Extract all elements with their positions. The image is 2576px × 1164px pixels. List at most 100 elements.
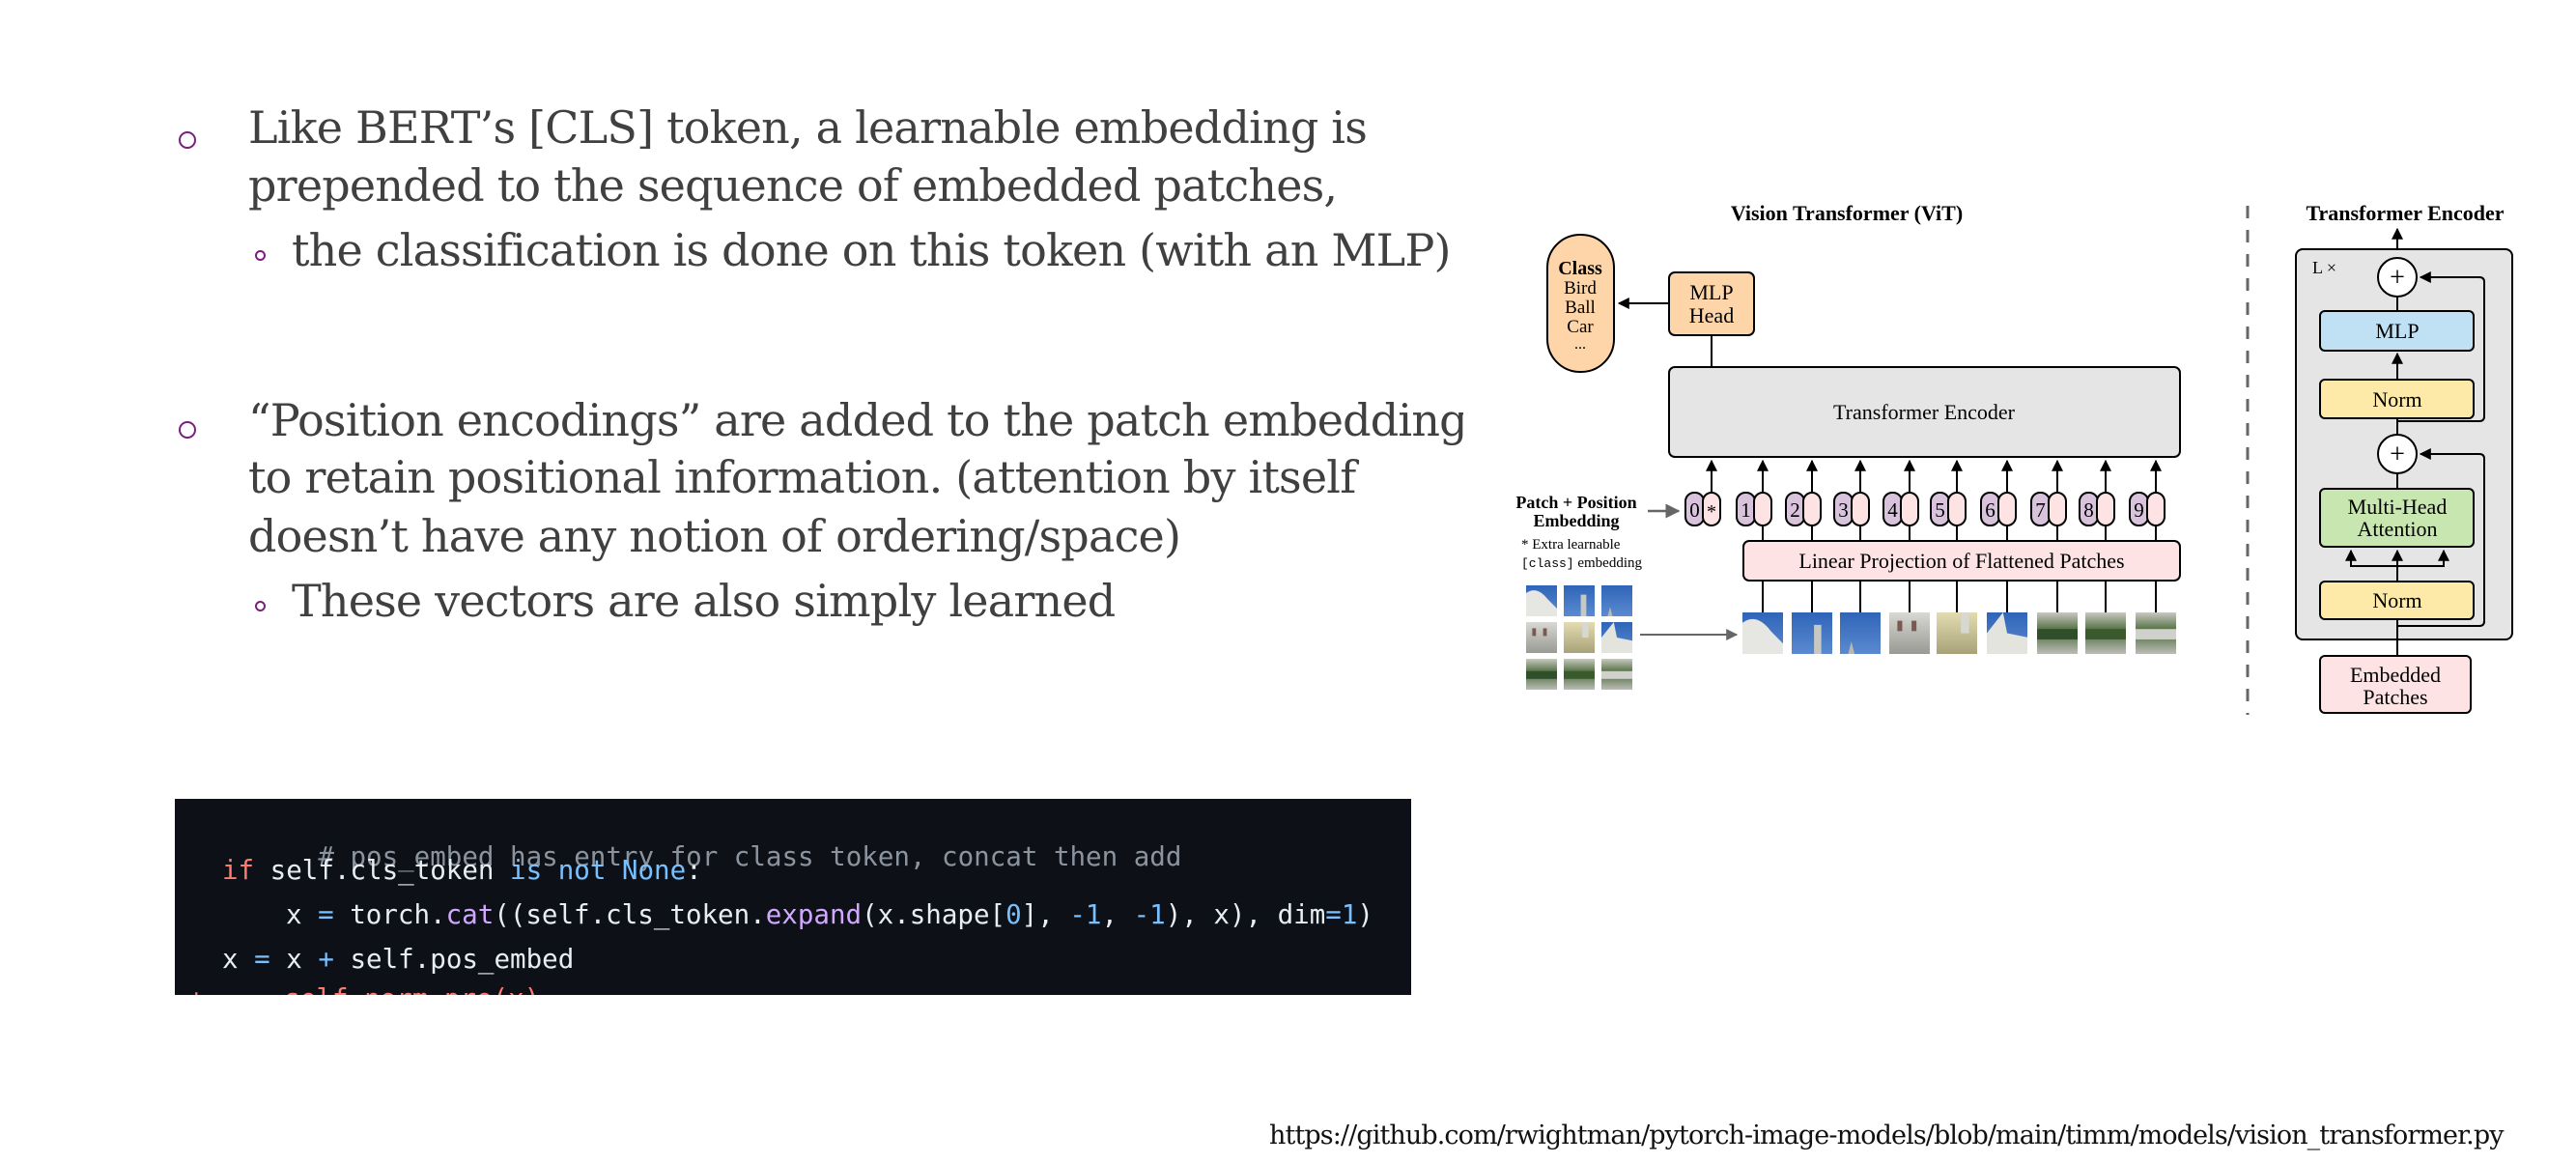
code-text: ], — [1021, 899, 1070, 930]
encoder-norm-top-block — [2319, 379, 2475, 419]
position-index-label: 9 — [2134, 498, 2144, 522]
image-patch-grid — [1601, 622, 1632, 653]
bullet-1-line-2: prepended to the sequence of embedded pa… — [248, 159, 1338, 212]
image-patch — [1840, 612, 1881, 654]
encoder-norm-bottom-label: Norm — [2372, 588, 2421, 612]
layer-repeat-label: L × — [2312, 258, 2336, 277]
patch-embedding-token — [1753, 492, 1772, 526]
encoder-mlp-block — [2319, 310, 2475, 352]
code-function: cat — [445, 899, 495, 930]
code-number: -1 — [1069, 899, 1102, 930]
image-patch — [2085, 612, 2126, 654]
bullet-1-sub: the classification is done on this token… — [292, 224, 1452, 276]
code-operator: + — [318, 944, 334, 975]
sub-bullet-marker — [255, 601, 266, 611]
code-line-2: if self.cls_token is not None: — [222, 855, 702, 886]
code-text: x — [222, 944, 255, 975]
image-patch-grid — [1564, 585, 1595, 616]
source-url[interactable]: https://github.com/rwightman/pytorch-ima… — [1269, 1121, 2504, 1150]
class-item: ... — [1574, 336, 1586, 353]
bullet-2-line-3: doesn’t have any notion of ordering/spac… — [248, 510, 1181, 562]
class-item: Ball — [1565, 298, 1596, 318]
embedded-patches-block — [2319, 655, 2472, 714]
image-patch-grid — [1564, 622, 1595, 653]
class-token-marker: * — [1707, 501, 1716, 523]
transformer-encoder-box — [1668, 366, 2181, 458]
transformer-encoder-label: Transformer Encoder — [1833, 400, 2016, 424]
image-patch — [2136, 612, 2176, 654]
mlp-head-label: MLP — [1689, 280, 1733, 304]
bullet-1-line-1: Like BERT’s [CLS] token, a learnable emb… — [248, 101, 1368, 154]
position-index-label: 1 — [1741, 498, 1751, 522]
sub-bullet-marker — [255, 250, 266, 261]
embedded-patches-label: Embedded — [2350, 663, 2441, 687]
flattened-patch-row — [1742, 612, 2176, 654]
class-item: Bird — [1564, 278, 1597, 298]
image-patch — [1937, 612, 1977, 654]
encoder-norm-top-label: Norm — [2372, 387, 2421, 412]
encoder-norm-bottom-block — [2319, 581, 2475, 620]
code-line-4: x = x + self.pos_embed — [222, 944, 574, 975]
bullet-marker — [179, 421, 196, 439]
multi-head-attention-block — [2319, 488, 2475, 548]
bullet-2-sub: These vectors are also simply learned — [292, 575, 1116, 627]
token-row: 0 * 1 2 3 4 5 6 7 8 9 — [1684, 459, 2166, 612]
position-index-label: 5 — [1935, 498, 1945, 522]
code-number: 1 — [1341, 899, 1358, 930]
bullet-text-area: Like BERT’s [CLS] token, a learnable emb… — [0, 0, 1463, 734]
patch-position-label: Patch + Position — [1515, 493, 1636, 512]
vit-title: Vision Transformer (ViT) — [1731, 201, 1963, 225]
patch-embedding-token — [1802, 492, 1822, 526]
position-index-label: 6 — [1985, 498, 1996, 522]
image-patch — [2037, 612, 2078, 654]
extra-learnable-note: * Extra learnable — [1521, 537, 1621, 553]
patch-embedding-token — [1997, 492, 2017, 526]
image-patch — [1987, 612, 2027, 654]
residual-connection-bottom — [2396, 448, 2485, 627]
image-patch — [1792, 612, 1832, 654]
code-operator: = — [318, 899, 334, 930]
mlp-head-label: Head — [1689, 303, 1734, 327]
code-number: 0 — [1005, 899, 1022, 930]
code-text: self.pos_embed — [333, 944, 575, 975]
class-embedding-note: [class] embedding — [1521, 555, 1643, 571]
residual-connection-top — [2396, 271, 2485, 422]
code-operator: is not None — [510, 855, 687, 886]
position-index-label: 2 — [1790, 498, 1800, 522]
class-output-box — [1546, 234, 1615, 373]
image-patch-grid — [1526, 659, 1557, 690]
mha-label: Multi-Head — [2348, 495, 2448, 519]
image-patch-grid — [1601, 659, 1632, 690]
code-text: + self.norm_pre(x) — [188, 983, 540, 995]
code-comment: # pos_embed has entry for class token, c… — [318, 841, 1182, 872]
bullet-marker — [179, 131, 196, 149]
residual-add-top-icon — [2377, 257, 2418, 298]
bullet-2-line-1: “Position encodings” are added to the pa… — [248, 394, 1463, 446]
residual-add-bottom-icon — [2377, 434, 2418, 474]
code-line-1: # pos_embed has entry for class token, c… — [222, 810, 1181, 903]
bullet-2-line-2: to retain positional information. (atten… — [248, 451, 1356, 503]
plus-icon: + — [2390, 263, 2405, 293]
position-index-label: 4 — [1887, 498, 1898, 522]
patch-embedding-token — [2146, 492, 2166, 526]
code-snippet: # pos_embed has entry for class token, c… — [175, 799, 1411, 995]
image-patch-grid — [1526, 585, 1557, 616]
position-index-label: 8 — [2083, 498, 2094, 522]
code-text: : — [686, 855, 702, 886]
position-index-label: 0 — [1689, 498, 1700, 522]
code-text: , — [1101, 899, 1134, 930]
image-patch — [1742, 612, 1783, 654]
position-index-label: 3 — [1838, 498, 1849, 522]
code-line-5-partial: + self.norm_pre(x) — [188, 983, 540, 995]
patch-embedding-token — [2048, 492, 2067, 526]
image-patch-grid — [1526, 622, 1557, 653]
encoder-mlp-label: MLP — [2375, 319, 2419, 343]
code-number: -1 — [1133, 899, 1166, 930]
image-patch-grid — [1601, 585, 1632, 616]
image-patch — [1889, 612, 1930, 654]
code-text: ((self.cls_token. — [494, 899, 766, 930]
patch-embedding-token — [1702, 492, 1721, 526]
position-index-label: 7 — [2035, 498, 2046, 522]
class-item: Car — [1567, 317, 1594, 337]
